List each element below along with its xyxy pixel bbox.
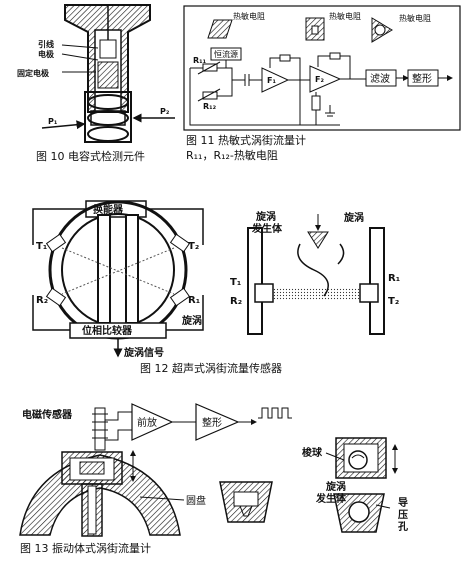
r12-label: R₁₂ (203, 102, 217, 111)
r11-label: R₁₁ (193, 56, 207, 65)
thermistor-label-2: 热敏电阻 (329, 11, 361, 21)
vortex-label-right: 旋涡 (343, 211, 364, 224)
filter-box: 滤波 (370, 72, 390, 85)
fig13-vibrating-flowmeter: 电磁传感器 前放 整形 圆盘 (19, 403, 411, 555)
r1-right-label: R₁ (388, 273, 400, 284)
em-sensor-label: 电磁传感器 (22, 408, 73, 421)
vortex-signal-label: 旋涡信号 (123, 346, 164, 359)
thermistor-label-3: 热敏电阻 (399, 13, 431, 23)
fig11-caption: 图 11 热敏式涡街流量计 (186, 133, 306, 147)
fig11-thermistor-flowmeter: 热敏电阻 热敏电阻 热敏电阻 恒流源 R₁₁ R₁₂ F₁ (183, 5, 461, 162)
fig10-caption: 图 10 电容式检测元件 (36, 149, 145, 163)
t1-right-label: T₁ (230, 277, 241, 288)
pressure-hole-char2: 压 (398, 509, 408, 521)
label-electrode: 电极 (38, 49, 54, 59)
transducer-box: 换能器 (93, 203, 124, 216)
fig13-caption: 图 13 振动体式涡街流量计 (20, 541, 151, 555)
preamp-label: 前放 (137, 416, 157, 429)
f2-label: F₂ (315, 75, 324, 84)
label-p1: P₁ (48, 117, 58, 126)
phase-comparator-box: 位相比较器 (82, 324, 133, 337)
r2-label: R₂ (36, 295, 48, 306)
disc-label: 圆盘 (186, 494, 206, 507)
vortex-generator-line1: 旋涡 (255, 210, 276, 223)
t2-label: T₂ (188, 241, 199, 252)
r2-right-label: R₂ (230, 296, 242, 307)
label-p2: P₂ (160, 107, 170, 116)
shuttle-ball-label: 梭球 (302, 446, 323, 459)
fig12-caption: 图 12 超声式涡街流量传感器 (140, 361, 282, 375)
thermistor-label-1: 热敏电阻 (233, 11, 265, 21)
fig11-subcaption: R₁₁，R₁₂-热敏电阻 (186, 148, 278, 162)
pressure-hole-char3: 孔 (398, 520, 408, 533)
pressure-hole-label: 导 压 孔 (398, 497, 411, 533)
vortex-gen-line1: 旋涡 (325, 480, 346, 493)
fig10-capacitive-element: 引线 电极 固定电极 P₁ P₂ 图 10 电容式检测元件 (17, 4, 175, 163)
fig12-ultrasonic-sensor: 换能器 T₁ T₂ R₂ R₁ 旋涡 位相比较器 旋涡信号 (32, 200, 400, 375)
f1-label: F₁ (267, 76, 276, 85)
shaper-label: 整形 (202, 416, 222, 429)
r1-label: R₁ (188, 295, 200, 306)
label-fixed-electrode: 固定电极 (17, 68, 49, 78)
current-source: 恒流源 (214, 49, 238, 59)
label-lead: 引线 (38, 39, 54, 49)
vortex-label-ring: 旋涡 (181, 314, 202, 327)
t1-label: T₁ (36, 241, 47, 252)
vortex-generator-label: 旋涡 发生体 (251, 210, 283, 235)
shaper-box: 整形 (412, 72, 432, 85)
t2-right-label: T₂ (388, 296, 399, 307)
vortex-generator-line2: 发生体 (251, 222, 283, 235)
pressure-hole-char1: 导 (398, 497, 408, 509)
